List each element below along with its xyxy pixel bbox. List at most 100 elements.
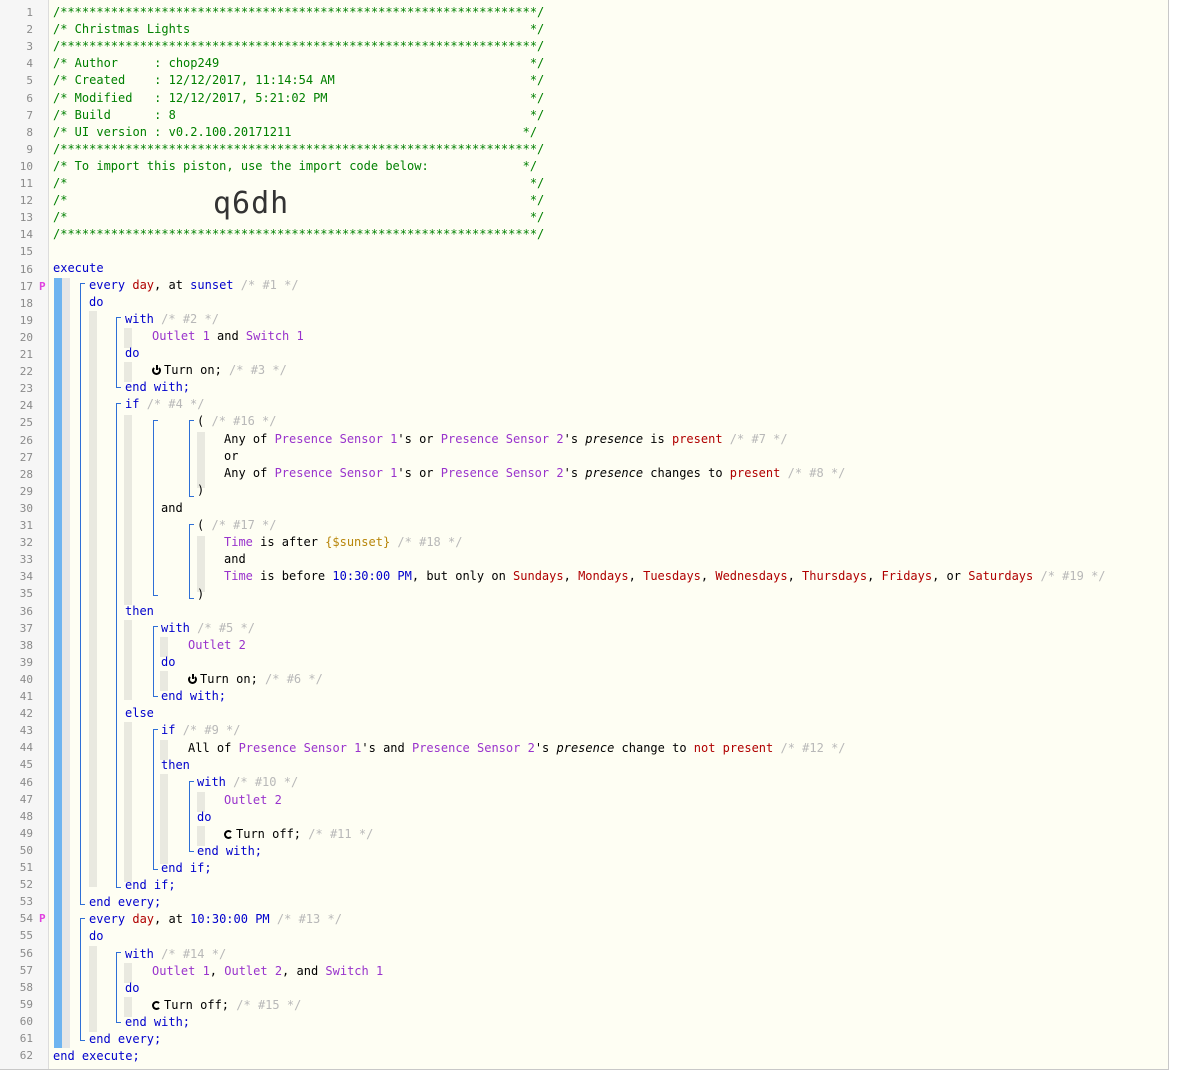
every2-bracket xyxy=(80,918,81,1040)
line-number: 14 xyxy=(19,228,33,242)
line-number: 54 xyxy=(19,912,33,926)
condition-12[interactable]: All of Presence Sensor 1's and Presence … xyxy=(188,741,846,755)
line-number: 37 xyxy=(19,621,33,635)
execute-keyword[interactable]: execute xyxy=(53,261,104,275)
header-border: /***************************************… xyxy=(53,227,545,242)
end-every: end every; xyxy=(89,895,162,909)
breakpoint-marker[interactable]: P xyxy=(39,279,46,293)
and-operator[interactable]: and xyxy=(224,552,246,566)
header-blank: /* */ xyxy=(53,193,545,208)
line-number: 35 xyxy=(19,587,33,601)
line-number: 49 xyxy=(19,826,33,840)
line-number: 27 xyxy=(19,450,33,464)
line-number: 9 xyxy=(26,142,33,156)
every-statement-13[interactable]: every day, at 10:30:00 PM /* #13 */ xyxy=(89,912,342,926)
line-number: 39 xyxy=(19,655,33,669)
line-number: 44 xyxy=(19,741,33,755)
line-number: 53 xyxy=(19,895,33,909)
execute-block-bar xyxy=(54,278,62,1048)
line-number: 42 xyxy=(19,707,33,721)
do-keyword: do xyxy=(161,655,176,669)
header-build: /* Build : 8 */ xyxy=(53,107,545,122)
if-statement-4[interactable]: if /* #4 */ xyxy=(125,397,205,411)
else-keyword: else xyxy=(125,706,154,720)
with-statement-14[interactable]: with /* #14 */ xyxy=(125,947,227,961)
breakpoint-marker[interactable]: P xyxy=(39,912,46,926)
header-border: /***************************************… xyxy=(53,141,545,156)
end-with: end with; xyxy=(161,689,227,703)
line-number: 12 xyxy=(19,194,33,208)
line-number: 7 xyxy=(26,108,33,122)
line-number: 59 xyxy=(19,997,33,1011)
header-title: /* Christmas Lights */ xyxy=(53,22,545,37)
line-number: 61 xyxy=(19,1032,33,1045)
device-list[interactable]: Outlet 1, Outlet 2, and Switch 1 xyxy=(152,964,384,978)
header-modified: /* Modified : 12/12/2017, 5:21:02 PM */ xyxy=(53,90,545,105)
then-keyword: then xyxy=(161,758,190,772)
import-code[interactable]: q6dh xyxy=(213,186,290,221)
group-16-open[interactable]: ( /* #16 */ xyxy=(197,414,277,428)
group17-bracket xyxy=(189,524,190,598)
turn-off-task[interactable]: Turn off; /* #15 */ xyxy=(152,997,301,1014)
line-number: 18 xyxy=(19,296,33,310)
turn-on-task[interactable]: Turn on; /* #3 */ xyxy=(152,362,287,379)
line-number: 25 xyxy=(19,416,33,430)
or-operator[interactable]: or xyxy=(224,449,239,463)
header-created: /* Created : 12/12/2017, 11:14:54 AM */ xyxy=(53,73,545,88)
line-number: 5 xyxy=(26,74,33,88)
line-number: 32 xyxy=(19,536,33,550)
end-with: end with; xyxy=(125,1015,191,1029)
line-number: 57 xyxy=(19,963,33,977)
with14-bracket xyxy=(116,952,117,1022)
line-number: 40 xyxy=(19,672,33,686)
power-off-icon xyxy=(152,1001,161,1010)
line-number: 29 xyxy=(19,484,33,498)
condition-18[interactable]: Time is after {$sunset} /* #18 */ xyxy=(224,535,463,549)
line-number: 2 xyxy=(26,23,33,37)
if-statement-9[interactable]: if /* #9 */ xyxy=(161,723,241,737)
line-number: 34 xyxy=(19,570,33,584)
header-author: /* Author : chop249 */ xyxy=(53,56,545,71)
device-list[interactable]: Outlet 1 and Switch 1 xyxy=(152,329,304,343)
line-number: 36 xyxy=(19,604,33,618)
if9-bracket xyxy=(153,729,154,869)
condition-19[interactable]: Time is before 10:30:00 PM, but only on … xyxy=(224,569,1106,583)
line-number: 15 xyxy=(19,245,33,259)
line-number: 17 xyxy=(19,279,33,293)
device-outlet-2[interactable]: Outlet 2 xyxy=(188,638,246,652)
execute-indent-bar xyxy=(62,278,70,1048)
every1-bracket xyxy=(80,283,81,904)
turn-off-task[interactable]: Turn off; /* #11 */ xyxy=(224,826,373,843)
header-blank: /* */ xyxy=(53,210,545,225)
group-17-close: ) xyxy=(197,587,205,601)
line-number: 55 xyxy=(19,929,33,943)
with-statement-5[interactable]: with /* #5 */ xyxy=(161,621,255,635)
end-if: end if; xyxy=(161,861,212,875)
line-number: 48 xyxy=(19,809,33,823)
condition-7[interactable]: Any of Presence Sensor 1's or Presence S… xyxy=(224,432,788,446)
then-keyword: then xyxy=(125,604,154,618)
with-statement-2[interactable]: with /* #2 */ xyxy=(125,312,219,326)
line-number: 43 xyxy=(19,724,33,738)
end-with: end with; xyxy=(125,380,191,394)
line-number: 45 xyxy=(19,758,33,772)
line-number: 33 xyxy=(19,553,33,567)
line-number: 10 xyxy=(19,159,33,173)
with5-bracket xyxy=(153,626,154,696)
group16-bracket xyxy=(189,420,190,496)
every-statement-1[interactable]: every day, at sunset /* #1 */ xyxy=(89,278,299,292)
group-17-open[interactable]: ( /* #17 */ xyxy=(197,518,277,532)
condition-8[interactable]: Any of Presence Sensor 1's or Presence S… xyxy=(224,466,846,480)
device-outlet-2[interactable]: Outlet 2 xyxy=(224,793,282,807)
line-number: 41 xyxy=(19,690,33,703)
end-execute: end execute; xyxy=(53,1049,140,1063)
and-operator[interactable]: and xyxy=(161,501,183,515)
header-border: /***************************************… xyxy=(53,5,545,19)
with-statement-10[interactable]: with /* #10 */ xyxy=(197,775,299,789)
line-number: 56 xyxy=(19,946,33,960)
turn-on-task[interactable]: Turn on; /* #6 */ xyxy=(188,671,323,688)
line-number: 8 xyxy=(26,125,33,139)
line-number: 20 xyxy=(19,330,33,344)
